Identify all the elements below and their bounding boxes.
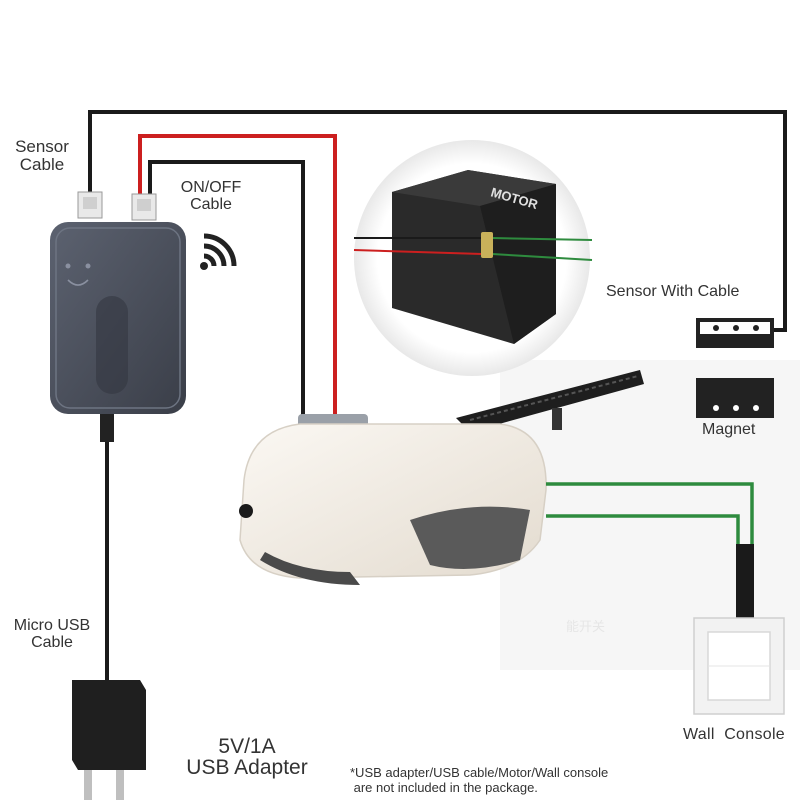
micro-usb-label-line2: Cable — [31, 633, 73, 651]
wall-console-cable — [736, 544, 754, 618]
device-eye-left — [65, 263, 71, 269]
package-note: *USB adapter/USB cable/Motor/Wall consol… — [350, 765, 730, 796]
sensor-cable-label: Sensor Cable — [4, 138, 80, 174]
motor-terminals — [481, 232, 493, 258]
wifi-signal-icon — [200, 233, 237, 270]
motor-inset: MOTOR — [353, 140, 593, 376]
sensor-with-cable-block — [696, 318, 774, 348]
device-eye-right — [85, 263, 91, 269]
usb-adapter-label-line1: 5V/1A — [218, 735, 276, 758]
onoff-cable-label-line1: ON/OFF — [180, 179, 242, 196]
onoff-cable-plug — [131, 193, 157, 221]
device-button-strip — [96, 296, 128, 394]
sensor-with-cable-label: Sensor With Cable — [606, 283, 740, 300]
sensor-cable-label-line2: Cable — [19, 154, 65, 174]
micro-usb-cable — [100, 414, 114, 680]
package-note-line2: are not included in the package. — [350, 779, 538, 795]
opener-sensor-eye — [239, 504, 253, 518]
magnet-block — [696, 378, 774, 418]
onoff-cable-label: ON/OFF Cable — [170, 179, 252, 214]
usb-adapter-label-line2: USB Adapter — [186, 756, 308, 779]
wifi-controller-device — [50, 222, 186, 414]
opener-light-grille — [410, 506, 530, 569]
onoff-cable-label-line2: Cable — [190, 195, 232, 213]
garage-door-opener — [239, 414, 547, 585]
garage-door-rail — [456, 370, 644, 432]
sensor-cable-label-line1: Sensor — [15, 137, 69, 156]
adapter-prong-right — [116, 770, 124, 800]
sensor-cable-plug — [77, 191, 103, 219]
micro-usb-label-line1: Micro USB — [13, 617, 91, 634]
magnet-label: Magnet — [702, 421, 756, 438]
package-note-line1: *USB adapter/USB cable/Motor/Wall consol… — [350, 765, 609, 780]
wall-console-label: Wall Console — [683, 726, 786, 743]
adapter-prong-left — [84, 770, 92, 800]
usb-adapter — [72, 680, 146, 800]
wall-console — [693, 617, 785, 715]
micro-usb-cable-label: Micro USB Cable — [6, 617, 98, 652]
ghost-watermark-text: 能开关 — [566, 619, 606, 634]
device-smile — [67, 279, 89, 286]
usb-adapter-label: 5V/1A USB Adapter — [172, 736, 322, 778]
wall-console-wires — [546, 482, 754, 548]
onoff-cable-wires — [138, 134, 337, 430]
sensor-cable-wire — [88, 110, 787, 332]
